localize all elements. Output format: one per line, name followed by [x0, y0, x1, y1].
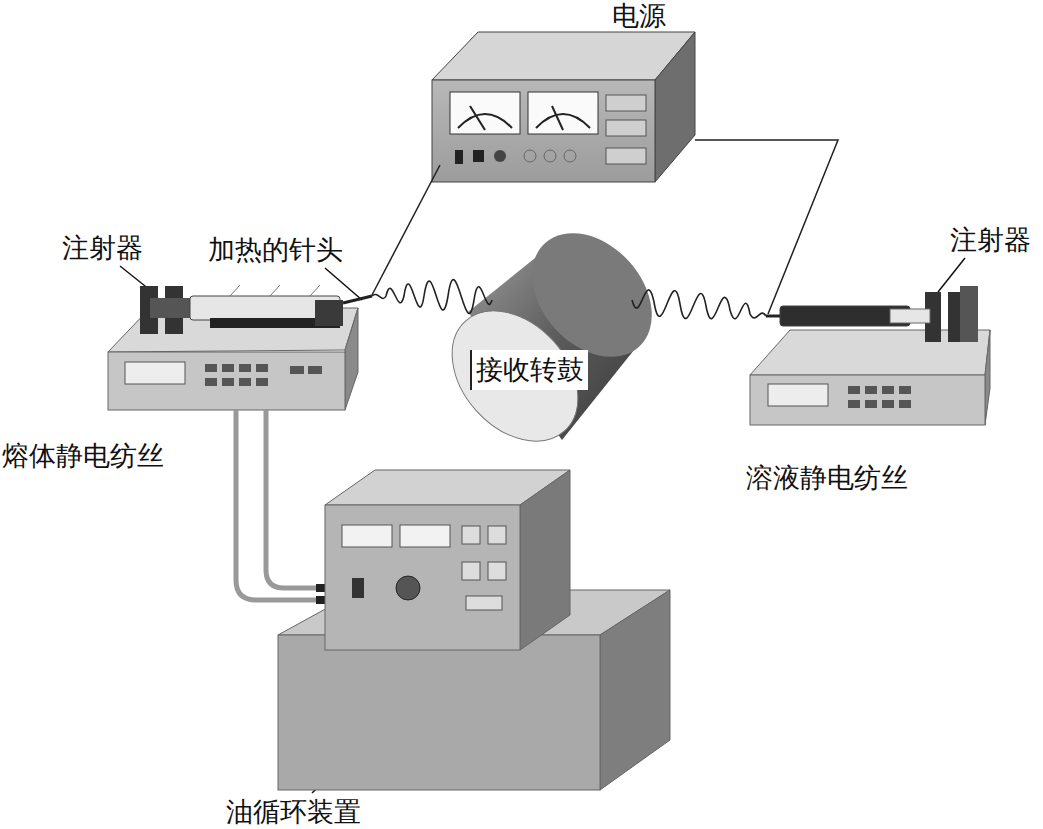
- part-label: 溶液静电纺丝: [746, 462, 908, 493]
- part-label: 注射器: [62, 232, 143, 263]
- oil-circulator: [278, 470, 670, 790]
- power-supply: [432, 32, 695, 182]
- left-syringe-pump: [108, 285, 372, 410]
- part-label: 电源: [612, 0, 666, 31]
- collector-drum: [427, 210, 676, 466]
- part-label: 注射器: [950, 224, 1031, 255]
- fibre-jets: [372, 280, 766, 319]
- node-text: 接收转鼓: [476, 354, 584, 385]
- right-syringe-pump: [750, 286, 990, 425]
- drum-label-box: 接收转鼓: [470, 350, 588, 390]
- part-label: 熔体静电纺丝: [2, 440, 164, 471]
- part-label: 油循环装置: [226, 796, 361, 827]
- oil-tubes: [236, 410, 322, 600]
- part-label: 加热的针头: [208, 234, 343, 265]
